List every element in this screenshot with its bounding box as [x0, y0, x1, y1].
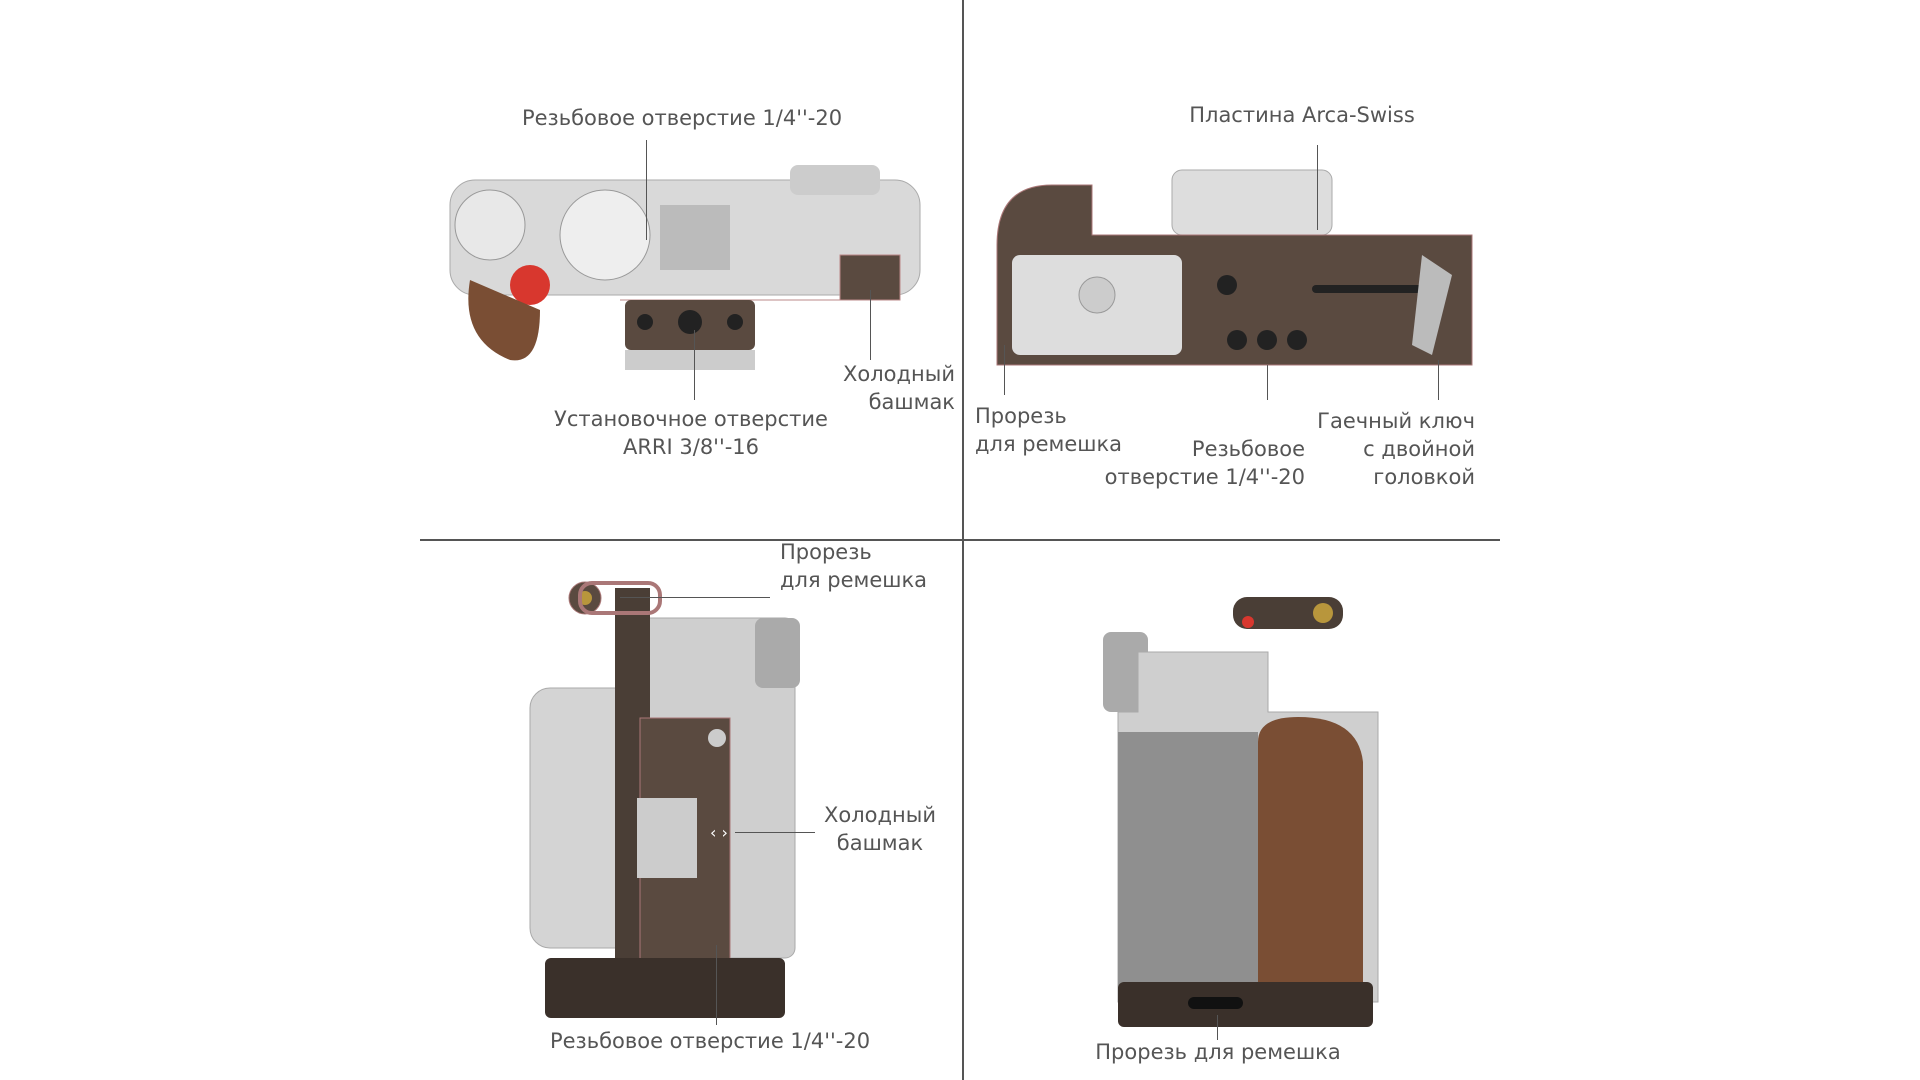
leader-line	[1317, 145, 1318, 230]
camera-left-side-image: ‹ ›	[529, 581, 800, 1018]
leader-line	[1438, 360, 1439, 400]
horizontal-divider	[420, 539, 1500, 541]
leader-line	[716, 945, 717, 1025]
leader-line	[620, 597, 770, 598]
label-arca-plate: Пластина Arca-Swiss	[1189, 103, 1415, 127]
leader-line	[1217, 1015, 1218, 1040]
leader-line	[1267, 365, 1268, 400]
leader-line	[1004, 345, 1005, 395]
leader-line	[646, 140, 647, 240]
label-thread-hole-left: Резьбовое отверстие 1/4''-20	[549, 1029, 871, 1053]
leader-line	[870, 290, 871, 360]
camera-top-view-image	[449, 165, 921, 370]
camera-right-side-image	[1103, 597, 1379, 1027]
svg-text:‹ ›: ‹ ›	[710, 823, 728, 842]
camera-bottom-view-image	[996, 169, 1473, 366]
label-strap-slot-right: Прорезь для ремешка	[1095, 1040, 1341, 1064]
label-thread-hole-top: Резьбовое отверстие 1/4''-20	[521, 106, 843, 130]
leader-line	[694, 330, 695, 400]
leader-line	[735, 832, 815, 833]
